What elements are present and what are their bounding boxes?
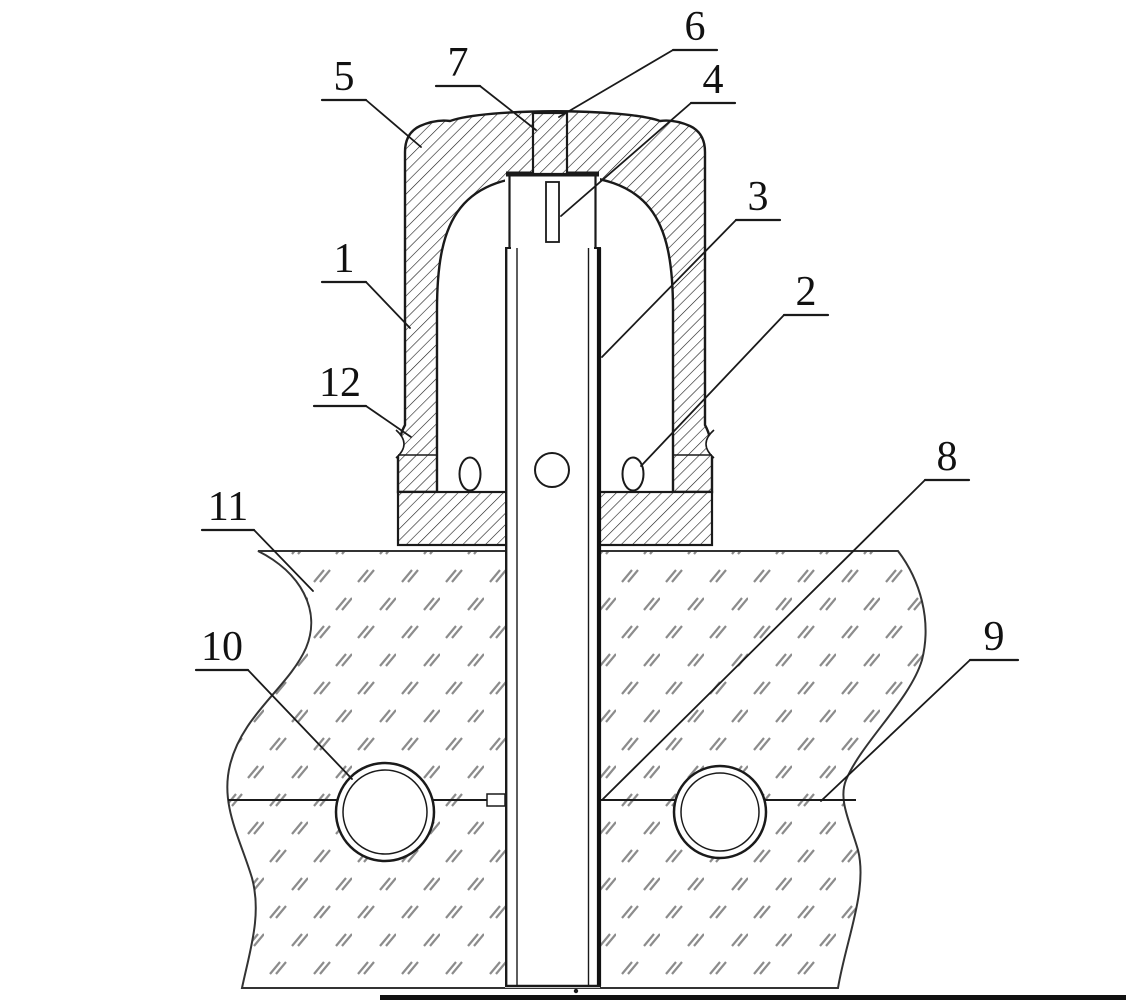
callout-3-label: 3 bbox=[748, 174, 769, 220]
center-tube bbox=[505, 171, 602, 988]
callout-1-label: 1 bbox=[334, 236, 355, 282]
bottom-dot bbox=[573, 988, 579, 994]
callout-11-label: 11 bbox=[208, 484, 248, 530]
callout-4-label: 4 bbox=[703, 57, 724, 103]
callout-3: 3 bbox=[601, 174, 782, 358]
center-port bbox=[534, 452, 570, 488]
pipe-joint-tab bbox=[486, 793, 506, 807]
callout-11: 11 bbox=[200, 484, 314, 592]
callout-5: 5 bbox=[320, 54, 422, 148]
callout-7-label: 7 bbox=[448, 40, 469, 86]
left-pipe-circle bbox=[334, 761, 436, 863]
callout-10-label: 10 bbox=[201, 624, 243, 670]
callout-2-leader bbox=[640, 314, 785, 467]
callout-12: 12 bbox=[312, 360, 412, 438]
callout-6-label: 6 bbox=[685, 4, 706, 50]
bottom-border-artifact bbox=[380, 995, 1126, 1000]
callout-9: 9 bbox=[820, 614, 1020, 802]
callout-10: 10 bbox=[194, 624, 353, 780]
right-port bbox=[621, 456, 645, 492]
callout-3-leader bbox=[601, 219, 737, 358]
callout-9-label: 9 bbox=[984, 614, 1005, 660]
callout-1-leader bbox=[365, 281, 411, 329]
callout-8-leader bbox=[602, 479, 926, 800]
callout-6-leader bbox=[558, 49, 674, 118]
callout-8-label: 8 bbox=[937, 434, 958, 480]
callout-4-leader bbox=[560, 102, 692, 217]
left-port bbox=[458, 456, 482, 492]
callout-2: 2 bbox=[640, 269, 830, 467]
tube-channel bbox=[505, 176, 600, 988]
callout-6: 6 bbox=[558, 4, 719, 118]
base-ports bbox=[458, 452, 645, 492]
top-plug bbox=[531, 111, 569, 176]
callout-8: 8 bbox=[602, 434, 971, 800]
callout-12-leader bbox=[365, 405, 412, 438]
callout-1: 1 bbox=[320, 236, 411, 329]
callout-7-leader bbox=[479, 85, 537, 131]
inner-slot bbox=[545, 181, 560, 243]
callout-12-label: 12 bbox=[319, 360, 361, 406]
callout-5-label: 5 bbox=[334, 54, 355, 100]
callouts: 1 2 3 4 5 6 7 bbox=[194, 4, 1020, 802]
callout-2-label: 2 bbox=[796, 269, 817, 315]
callout-11-leader bbox=[253, 529, 314, 592]
callout-4: 4 bbox=[560, 57, 737, 217]
callout-7: 7 bbox=[434, 40, 537, 131]
callout-5-leader bbox=[365, 99, 422, 148]
right-pipe-circle bbox=[672, 764, 768, 860]
callout-10-leader bbox=[247, 669, 353, 780]
callout-9-leader bbox=[820, 659, 971, 802]
